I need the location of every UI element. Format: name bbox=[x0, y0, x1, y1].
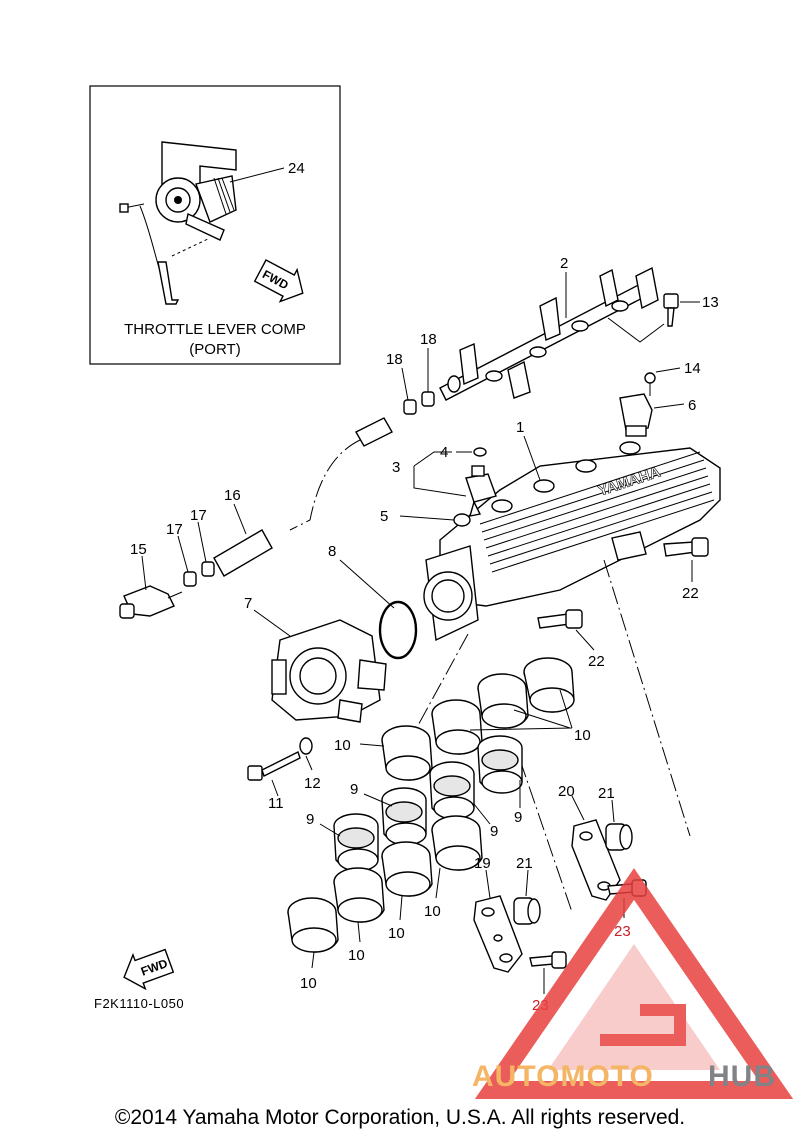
callout-16: 16 bbox=[224, 487, 241, 504]
joint-9-b bbox=[429, 761, 475, 820]
callout-17b: 17 bbox=[190, 507, 207, 524]
callout-10a: 10 bbox=[574, 727, 591, 744]
callout-5: 5 bbox=[380, 508, 388, 525]
clamp-17b bbox=[201, 561, 215, 577]
washer-12 bbox=[299, 737, 313, 755]
clamp-17a bbox=[183, 571, 197, 587]
callout-18a: 18 bbox=[386, 351, 403, 368]
callout-23a: 23 bbox=[614, 923, 631, 940]
callout-13: 13 bbox=[702, 294, 719, 311]
inset-subtitle: (PORT) bbox=[189, 341, 240, 358]
callout-7: 7 bbox=[244, 595, 252, 612]
gasket-8 bbox=[378, 600, 418, 660]
callout-6: 6 bbox=[688, 397, 696, 414]
clamp-18a bbox=[403, 399, 417, 415]
hose-10-u3 bbox=[431, 699, 483, 755]
callout-22a: 22 bbox=[682, 585, 699, 602]
hose-10-l4 bbox=[287, 897, 339, 953]
hose-10-u2 bbox=[477, 673, 529, 729]
bolt-13 bbox=[663, 293, 679, 327]
hose-10-u4 bbox=[381, 725, 433, 781]
sensor-15 bbox=[119, 585, 183, 619]
bolt-22a bbox=[663, 537, 709, 557]
joint-group bbox=[333, 735, 523, 872]
hose-group-lower bbox=[287, 815, 483, 953]
callout-17a: 17 bbox=[166, 521, 183, 538]
watermark-text-auto: AUTOMOTO bbox=[472, 1060, 654, 1093]
watermark-text-hub: HUB bbox=[708, 1060, 776, 1093]
callout-9b: 9 bbox=[490, 823, 498, 840]
reference-code: F2K1110-L050 bbox=[94, 996, 184, 1011]
callout-14: 14 bbox=[684, 360, 701, 377]
seal-5 bbox=[453, 513, 471, 527]
fwd-arrow-inset: FWD bbox=[253, 259, 304, 303]
fuel-rail bbox=[439, 266, 659, 401]
callout-10b: 10 bbox=[334, 737, 351, 754]
screw-14 bbox=[644, 372, 656, 396]
intake-manifold: YAMAHA bbox=[423, 441, 721, 642]
callout-21b: 21 bbox=[516, 855, 533, 872]
throttle-lever-illustration bbox=[119, 141, 237, 305]
watermark-logo: AUTOMOTO HUB bbox=[472, 868, 794, 1099]
hose-16 bbox=[213, 529, 273, 577]
plate-19 bbox=[473, 895, 523, 973]
callout-1: 1 bbox=[516, 419, 524, 436]
callout-10d: 10 bbox=[388, 925, 405, 942]
injector-3 bbox=[465, 465, 497, 517]
callout-10e: 10 bbox=[348, 947, 365, 964]
callout-11: 11 bbox=[268, 795, 284, 812]
joint-9-a bbox=[477, 735, 523, 794]
inset-title: THROTTLE LEVER COMP bbox=[124, 321, 306, 338]
callout-9d: 9 bbox=[306, 811, 314, 828]
joint-9-d bbox=[333, 813, 379, 872]
callout-3: 3 bbox=[392, 459, 400, 476]
fwd-arrow-main: FWD bbox=[123, 948, 175, 991]
callout-10f: 10 bbox=[300, 975, 317, 992]
hose-10-l1 bbox=[431, 815, 483, 871]
callout-18b: 18 bbox=[420, 331, 437, 348]
callout-15: 15 bbox=[130, 541, 147, 558]
copyright: ©2014 Yamaha Motor Corporation, U.S.A. A… bbox=[115, 1106, 685, 1129]
callout-10c: 10 bbox=[424, 903, 441, 920]
clamp-18b bbox=[421, 391, 435, 407]
callout-9c: 9 bbox=[350, 781, 358, 798]
bolt-23b bbox=[529, 951, 567, 969]
callout-2: 2 bbox=[560, 255, 568, 272]
plate-20 bbox=[571, 819, 621, 901]
hose-group-upper bbox=[381, 657, 575, 781]
damper-21a bbox=[605, 823, 633, 851]
joint-9-c bbox=[381, 787, 427, 846]
callout-21a: 21 bbox=[598, 785, 615, 802]
o-ring-4 bbox=[473, 447, 487, 457]
sensor-6 bbox=[619, 393, 653, 437]
callout-9a: 9 bbox=[514, 809, 522, 826]
damper-21b bbox=[513, 897, 541, 925]
callout-12: 12 bbox=[304, 775, 321, 792]
callout-22b: 22 bbox=[588, 653, 605, 670]
hose-upper bbox=[355, 417, 393, 447]
bolt-11 bbox=[247, 751, 301, 781]
hose-10-u1 bbox=[523, 657, 575, 713]
throttle-body-7 bbox=[271, 619, 387, 723]
inset-throttle-lever: 24 FWD THROTTLE LEVER COMP (PORT) bbox=[89, 85, 341, 365]
callout-20: 20 bbox=[558, 783, 575, 800]
hose-10-l2 bbox=[381, 841, 433, 897]
callout-24: 24 bbox=[288, 160, 305, 177]
callout-8: 8 bbox=[328, 543, 336, 560]
callout-19: 19 bbox=[474, 855, 491, 872]
hose-10-l3 bbox=[333, 867, 385, 923]
bolt-22b bbox=[537, 609, 583, 629]
